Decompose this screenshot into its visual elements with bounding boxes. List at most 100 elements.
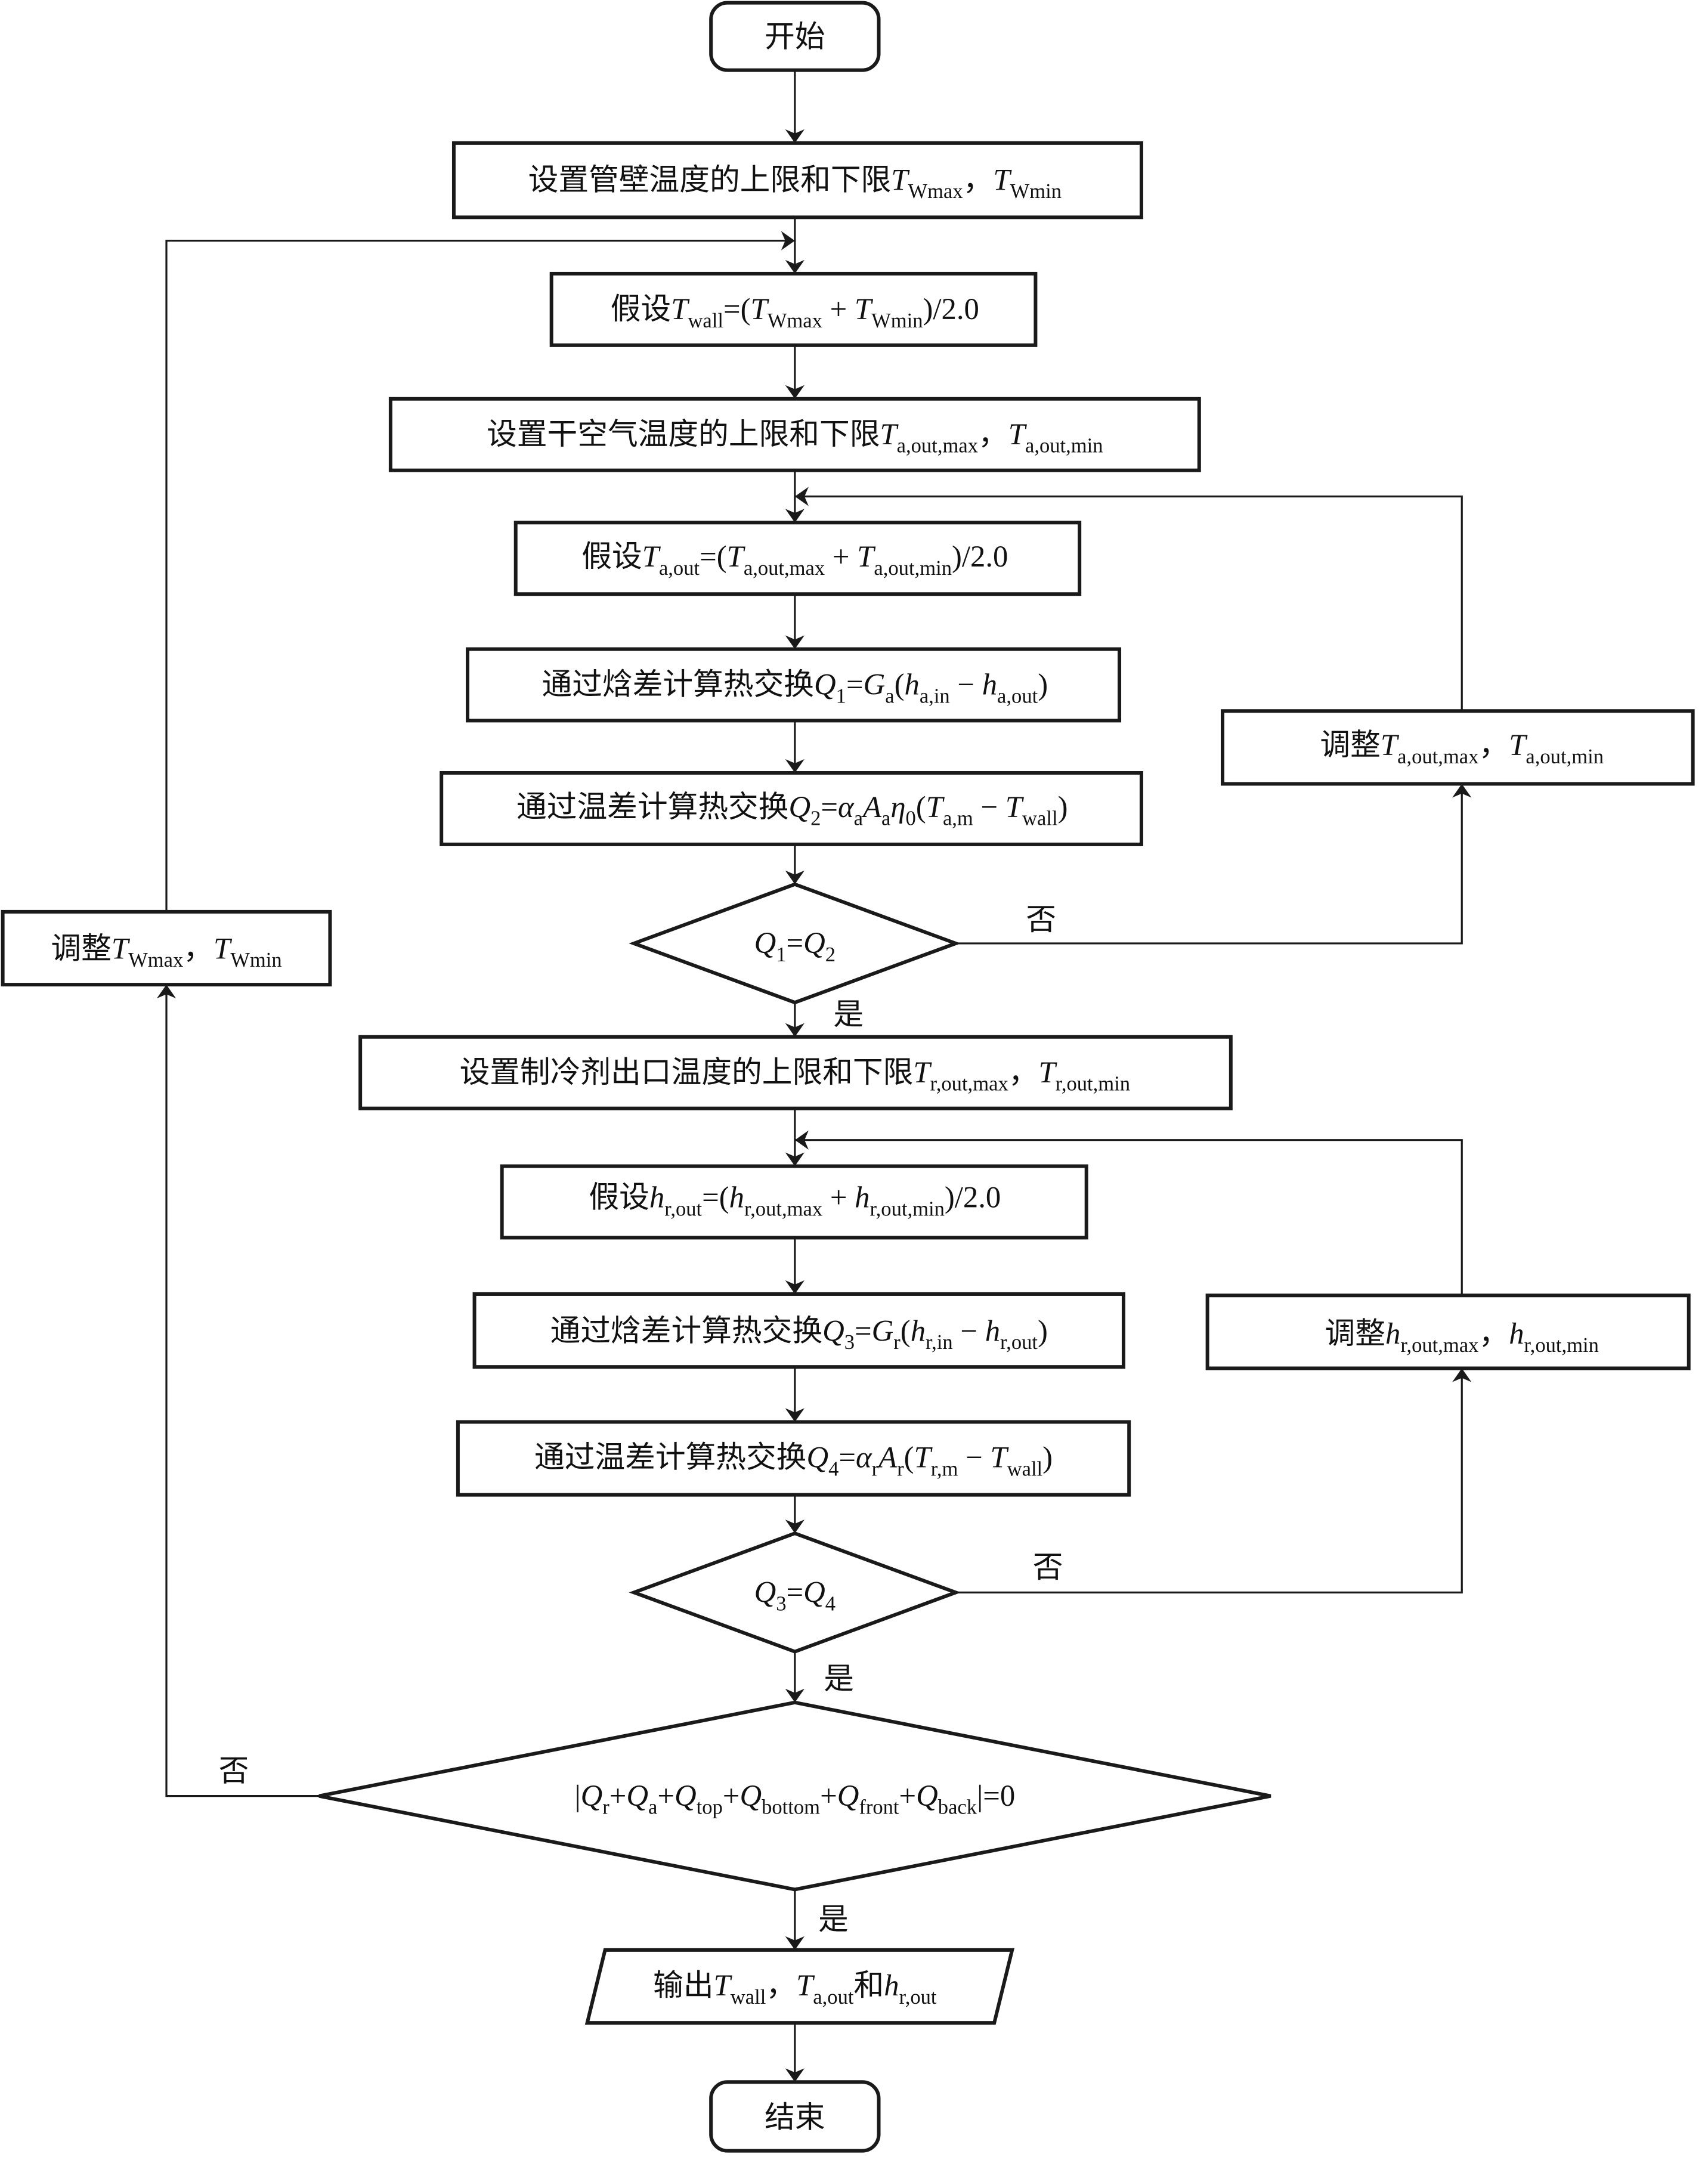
label-segment: h — [855, 1181, 870, 1214]
label-segment: front — [859, 1796, 899, 1819]
label-segment: 2 — [825, 943, 836, 966]
label-segment: h — [982, 668, 997, 701]
label-segment: + — [820, 1779, 837, 1812]
label-segment: r — [602, 1796, 609, 1819]
label-segment: Q — [739, 1779, 762, 1812]
set-air-limits-label: 设置干空气温度的上限和下限Ta,out,max，Ta,out,min — [487, 416, 1103, 457]
label-segment: bottom — [762, 1796, 820, 1819]
label-segment: a,out — [813, 1986, 854, 2009]
label-segment: + — [822, 1181, 855, 1214]
label-segment: a,in — [920, 685, 950, 707]
label-segment: a,out,min — [1526, 745, 1604, 768]
label-segment: T — [714, 1969, 733, 2002]
assume-taout-label: 假设Ta,out=(Ta,out,max + Ta,out,min)/2.0 — [581, 539, 1008, 580]
label-segment: − — [958, 1441, 990, 1474]
label-segment: + — [657, 1779, 674, 1812]
label-segment: ( — [916, 790, 926, 824]
label-segment: )/2.0 — [945, 1181, 1001, 1214]
label-segment: + — [723, 1779, 740, 1812]
label-segment: 1 — [776, 943, 786, 966]
label-segment: h — [911, 1314, 926, 1347]
label-segment: a — [854, 807, 863, 830]
label-segment: + — [609, 1779, 627, 1812]
label-segment: a,out,max — [897, 435, 978, 457]
label-segment: T — [112, 931, 131, 965]
assume-twall-label: 假设Twall=(TWmax + TWmin)/2.0 — [611, 291, 979, 332]
label-segment: T — [855, 292, 874, 326]
label-segment: α — [856, 1441, 872, 1474]
label-segment: a,out — [997, 685, 1038, 707]
label-segment: Q — [806, 1441, 828, 1474]
label-segment: T — [926, 790, 945, 824]
label-segment: − — [973, 790, 1005, 824]
label-segment: |=0 — [977, 1779, 1015, 1812]
label-segment: h — [884, 1969, 899, 2002]
start-label: 开始 — [765, 18, 825, 54]
label-segment: − — [953, 1314, 985, 1347]
label-segment: r — [872, 1457, 879, 1480]
label-segment: 0 — [906, 807, 916, 830]
label-segment: ， — [766, 1967, 796, 2003]
label-segment: 3 — [776, 1592, 786, 1615]
adjust-hrout-label: 调整hr,out,max，hr,out,min — [1325, 1316, 1599, 1357]
branch-no-q3q4: 否 — [1033, 1549, 1063, 1585]
label-segment: T — [891, 163, 910, 196]
check-balance-label: |Qr+Qa+Qtop+Qbottom+Qfront+Qback|=0 — [574, 1779, 1015, 1819]
label-segment: Q — [626, 1779, 648, 1812]
calc-q3-label: 通过焓差计算热交换Q3=Gr(hr,in − hr,out) — [550, 1313, 1048, 1354]
label-segment: Wmax — [128, 949, 183, 971]
branch-yes-balance: 是 — [818, 1901, 849, 1936]
label-segment: T — [990, 1441, 1009, 1474]
label-segment: h — [1509, 1317, 1524, 1350]
label-segment: r,out — [899, 1986, 937, 2009]
label-segment: wall — [731, 1986, 766, 2009]
label-segment: Q — [916, 1779, 938, 1812]
label-segment: G — [872, 1314, 894, 1347]
label-segment: wall — [688, 310, 723, 332]
label-segment: 通过温差计算热交换 — [534, 1440, 806, 1475]
label-segment: a,out,max — [1397, 745, 1478, 768]
label-segment: )/2.0 — [952, 540, 1008, 573]
label-segment: T — [913, 1056, 932, 1089]
label-segment: Wmin — [230, 949, 281, 971]
label-segment: 设置干空气温度的上限和下限 — [487, 416, 880, 451]
label-segment: r,out — [1000, 1331, 1038, 1354]
label-segment: top — [697, 1796, 723, 1819]
edge-adjust-twall-to-assume-twall — [165, 231, 795, 912]
label-segment: 假设 — [581, 539, 642, 574]
label-segment: | — [574, 1779, 580, 1812]
branch-yes-q1q2: 是 — [833, 997, 864, 1032]
adjust-hrout-box — [1205, 1293, 1691, 1370]
assume-hrout-box — [500, 1164, 1088, 1240]
label-segment: + — [825, 540, 857, 573]
label-segment: T — [671, 292, 690, 326]
label-segment: back — [938, 1796, 977, 1819]
label-segment: a — [881, 807, 890, 830]
edge-adjust-taout-to-assume-taout — [794, 487, 1463, 711]
label-segment: ) — [1058, 790, 1068, 824]
label-segment: 设置管壁温度的上限和下限 — [528, 162, 892, 197]
label-segment: T — [1381, 728, 1400, 762]
label-segment: Q — [788, 790, 810, 824]
edge-adjust-hrout-to-assume-hrout — [794, 1130, 1463, 1296]
label-segment: T — [1005, 790, 1025, 824]
label-segment: r,in — [926, 1331, 953, 1354]
edge-balance-no-to-adjust-twall — [156, 985, 319, 1797]
label-segment: T — [751, 292, 770, 326]
edge-check34-no-to-adjust-hrout — [955, 1368, 1472, 1593]
label-segment: Q — [674, 1779, 697, 1812]
label-segment: − — [950, 668, 982, 701]
label-segment: h — [1385, 1317, 1400, 1350]
label-segment: ) — [1038, 1314, 1048, 1347]
label-segment: ， — [1478, 1316, 1509, 1351]
branch-yes-q3q4: 是 — [824, 1661, 854, 1696]
label-segment: r,out,min — [870, 1198, 945, 1221]
label-segment: ) — [1042, 1441, 1053, 1474]
calc-q4-label: 通过温差计算热交换Q4=αrAr(Tr,m − Twall) — [534, 1440, 1053, 1481]
label-segment: a,out,min — [1025, 435, 1103, 457]
label-segment: T — [1509, 728, 1528, 762]
label-segment: h — [729, 1181, 744, 1214]
label-segment: h — [649, 1181, 664, 1214]
label-segment: T — [880, 417, 899, 451]
